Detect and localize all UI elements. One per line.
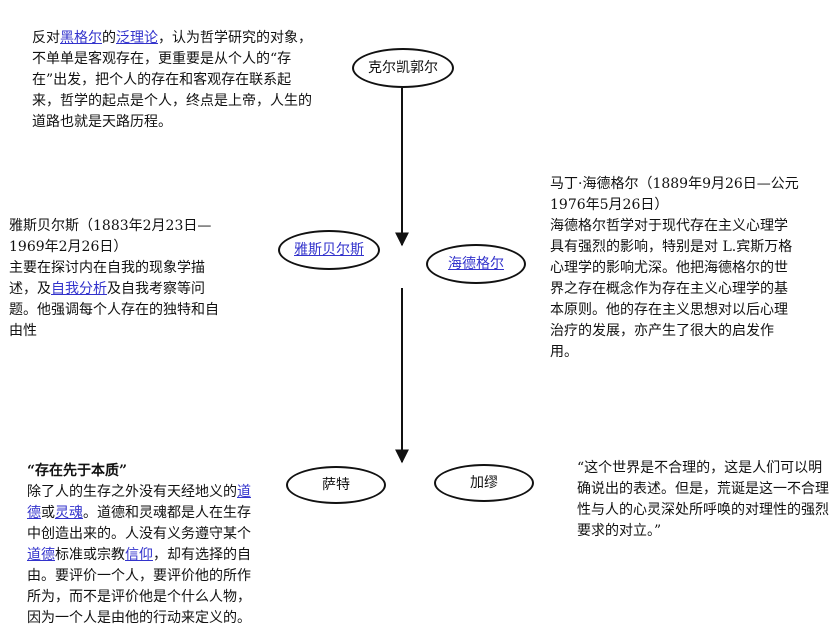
node-sartre: 萨特: [286, 466, 386, 504]
node-kierkegaard-label: 克尔凯郭尔: [368, 59, 438, 76]
link-pantheism[interactable]: 泛理论: [116, 30, 158, 46]
link-morality-1[interactable]: 道德: [27, 484, 251, 521]
link-self-analysis[interactable]: 自我分析: [51, 281, 107, 297]
jaspers-body: 主要在探讨内在自我的现象学描述，及自我分析及自我考察等问题。他强调每个人存在的独…: [9, 258, 219, 342]
node-camus: 加缪: [434, 464, 534, 502]
node-sartre-label: 萨特: [322, 476, 350, 493]
sartre-text-5: ，却有选择的自由。要评价一个人，要评价他的所作所为，而不是评价他是个什么人物，因…: [27, 547, 251, 626]
heidegger-dates: 马丁·海德格尔（1889年9月26日—公元1976年5月26日）: [550, 176, 799, 213]
node-camus-label: 加缪: [470, 474, 498, 491]
link-faith[interactable]: 信仰: [125, 547, 153, 563]
sartre-text-3: 。道德和灵魂都是人在生存中创造出来的。人没有义务遵守某个: [27, 505, 251, 542]
sartre-description: “存在先于本质” 除了人的生存之外没有天经地义的道德或灵魂。道德和灵魂都是人在生…: [27, 461, 252, 629]
link-morality-2[interactable]: 道德: [27, 547, 55, 563]
camus-description: “这个世界是不合理的，这是人们可以明确说出的表述。但是，荒诞是这一不合理性与人的…: [577, 458, 829, 542]
jaspers-text-post: 及自我考察等问题。他强调每个人存在的独特和自由性: [9, 281, 219, 339]
kierkegaard-description: 反对黑格尔的泛理论，认为哲学研究的对象，不单单是客观存在，更重要是从个人的“存在…: [32, 28, 314, 133]
kierkegaard-text-post: ，认为哲学研究的对象，不单单是客观存在，更重要是从个人的“存在”出发，把个人的存…: [32, 30, 312, 130]
link-soul[interactable]: 灵魂: [55, 505, 83, 521]
sartre-text-2: 或: [41, 505, 55, 521]
sartre-text-4: 标准或宗教: [55, 547, 125, 563]
sartre-text-1: 除了人的生存之外没有天经地义的: [27, 484, 237, 500]
node-kierkegaard: 克尔凯郭尔: [352, 48, 454, 88]
kierkegaard-text-mid: 的: [102, 30, 116, 46]
link-heidegger[interactable]: 海德格尔: [448, 255, 504, 272]
sartre-heading: “存在先于本质”: [27, 463, 128, 479]
node-jaspers: 雅斯贝尔斯: [278, 230, 380, 270]
sartre-body: 除了人的生存之外没有天经地义的道德或灵魂。道德和灵魂都是人在生存中创造出来的。人…: [27, 482, 252, 629]
jaspers-text-pre: 主要在探讨内在自我的现象学描述，及: [9, 260, 205, 297]
node-heidegger: 海德格尔: [426, 244, 526, 284]
jaspers-description: 雅斯贝尔斯（1883年2月23日—1969年2月26日） 主要在探讨内在自我的现…: [9, 216, 219, 342]
heidegger-description: 马丁·海德格尔（1889年9月26日—公元1976年5月26日） 海德格尔哲学对…: [550, 174, 800, 363]
jaspers-dates: 雅斯贝尔斯（1883年2月23日—1969年2月26日）: [9, 218, 212, 255]
link-hegel[interactable]: 黑格尔: [60, 30, 102, 46]
heidegger-body: 海德格尔哲学对于现代存在主义心理学具有强烈的影响，特别是对 L.宾斯万格心理学的…: [550, 218, 793, 360]
link-jaspers[interactable]: 雅斯贝尔斯: [294, 241, 364, 258]
kierkegaard-text-pre: 反对: [32, 30, 60, 46]
camus-quote: “这个世界是不合理的，这是人们可以明确说出的表述。但是，荒诞是这一不合理性与人的…: [577, 460, 829, 539]
